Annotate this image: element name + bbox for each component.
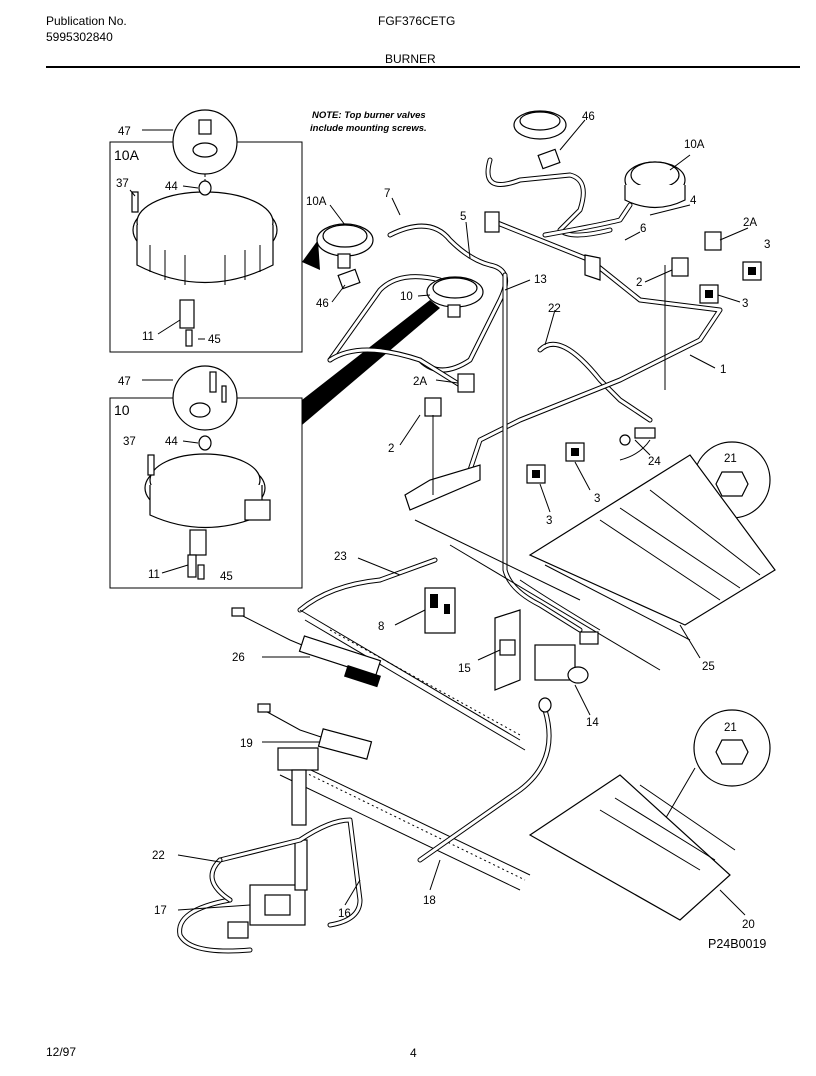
callout-10a: 10A (684, 139, 705, 151)
oven-supply-tube (502, 272, 601, 633)
callout-18: 18 (423, 895, 436, 907)
callout-13: 13 (534, 274, 547, 286)
publication-label: Publication No. (46, 14, 127, 28)
burner-10 (426, 276, 484, 318)
projection-wedge-10 (302, 300, 440, 425)
baffle-25 (528, 454, 776, 641)
publication-number: 5995302840 (46, 30, 113, 44)
callout-37: 37 (116, 178, 129, 190)
oven-valve-14 (417, 631, 599, 863)
note-line-1: NOTE: Top burner valves (312, 110, 426, 121)
callout-44: 44 (165, 436, 178, 448)
callout-16: 16 (338, 908, 351, 920)
page-number: 4 (410, 1046, 417, 1060)
callout-2a: 2A (413, 376, 427, 388)
callout-1: 1 (720, 364, 726, 376)
callout-37: 37 (123, 436, 136, 448)
callout-11: 11 (142, 331, 154, 343)
callout-labels: 47 10A 37 44 11 45 47 10 37 44 11 45 10A… (114, 111, 770, 931)
callout-10: 10 (400, 291, 413, 303)
callout-5: 5 (460, 211, 466, 223)
callout-2: 2 (388, 443, 394, 455)
callout-47: 47 (118, 376, 131, 388)
callout-2: 2 (636, 277, 642, 289)
model-number: FGF376CETG (378, 14, 456, 28)
callout-7: 7 (384, 188, 390, 200)
burner-top-center (513, 110, 567, 140)
callout-20: 20 (742, 919, 755, 931)
gas-tubing-upper (327, 157, 653, 423)
callout-45: 45 (208, 334, 221, 346)
callout-17: 17 (154, 905, 167, 917)
broil-burner-18 (277, 747, 531, 891)
callout-22: 22 (152, 850, 165, 862)
callout-24: 24 (648, 456, 661, 468)
oven-burner-assembly (297, 519, 661, 751)
diagram-code: P24B0019 (708, 937, 766, 951)
baffle-20 (528, 774, 736, 921)
note-line-2: include mounting screws. (310, 123, 427, 134)
callout-3: 3 (764, 239, 770, 251)
detail-box-10a (109, 109, 303, 353)
callout-19: 19 (240, 738, 253, 750)
callout-21: 21 (724, 453, 737, 465)
callout-4: 4 (690, 195, 697, 207)
orifice-24 (619, 427, 656, 461)
regulator-17 (177, 817, 363, 954)
projection-wedge-10a (302, 240, 320, 270)
callout-6: 6 (640, 223, 646, 235)
callout-10a: 10A (114, 147, 140, 163)
callout-3: 3 (546, 515, 552, 527)
callout-25: 25 (702, 661, 715, 673)
ignitor-module-8 (424, 587, 456, 634)
callout-3: 3 (594, 493, 600, 505)
callout-leaders (177, 119, 749, 916)
section-title: BURNER (385, 52, 436, 66)
callout-8: 8 (378, 621, 384, 633)
footer-date: 12/97 (46, 1045, 77, 1059)
callout-21: 21 (724, 722, 737, 734)
callout-26: 26 (232, 652, 245, 664)
callout-11: 11 (148, 569, 160, 581)
seal-pads (337, 148, 762, 484)
header-rule (46, 66, 800, 68)
callout-47: 47 (118, 126, 131, 138)
valves-right (664, 231, 722, 390)
burner-10a-right (624, 161, 686, 209)
callout-3: 3 (742, 298, 748, 310)
callout-2a: 2A (743, 217, 757, 229)
callout-22: 22 (548, 303, 561, 315)
callout-10: 10 (114, 402, 130, 418)
callout-15: 15 (458, 663, 471, 675)
callout-45: 45 (220, 571, 233, 583)
callout-44: 44 (165, 181, 178, 193)
callout-46: 46 (582, 111, 595, 123)
bracket-15 (494, 609, 521, 691)
detail-circle-21-bottom (649, 709, 771, 846)
ignitor-19 (257, 703, 373, 760)
manifold-pipe (404, 211, 723, 511)
detail-box-10 (109, 365, 303, 589)
callout-46: 46 (316, 298, 329, 310)
callout-10a: 10A (306, 196, 327, 208)
callout-23: 23 (334, 551, 347, 563)
ignitor-26 (231, 607, 382, 688)
valves-left (424, 373, 475, 495)
burner-10a-left (316, 223, 374, 269)
callout-14: 14 (586, 717, 599, 729)
